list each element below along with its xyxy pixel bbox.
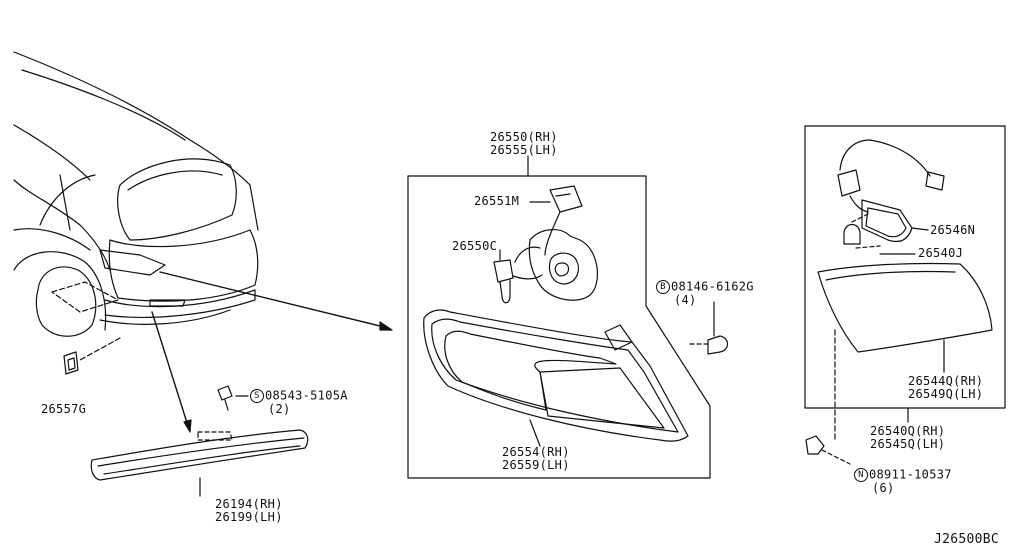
label-26554-lh: 26559(LH) (502, 458, 570, 472)
bulb-26550c (493, 249, 514, 304)
socket-assembly (512, 229, 598, 301)
bolt-b-qty: (4) (674, 293, 697, 307)
bolt-b-symbol: B (656, 280, 670, 294)
label-26540q-rh: 26540Q(RH) (870, 424, 946, 438)
label-26544q-lh: 26549Q(LH) (908, 387, 984, 401)
clip-26557g (63, 351, 79, 375)
lens-26544q (817, 262, 993, 373)
screw-s-code: 08543-5105A (265, 388, 348, 403)
label-26550-lh: 26555(LH) (490, 143, 558, 157)
label-26546n: 26546N (930, 223, 976, 237)
label-26550-rh: 26550(RH) (490, 130, 558, 144)
screw-s-symbol: S (250, 389, 264, 403)
arrow-to-tail-lamp (159, 271, 393, 331)
tail-lamp-26554 (423, 309, 689, 447)
nut-n-symbol: N (854, 468, 868, 482)
label-26554: 26554(RH) 26559(LH) (502, 446, 570, 472)
label-26544q: 26544Q(RH) 26549Q(LH) (908, 375, 983, 401)
label-26194: 26194(RH) 26199(LH) (215, 498, 283, 524)
bolt-b (689, 301, 729, 355)
bulb-26540j (843, 213, 916, 255)
label-26550c: 26550C (452, 239, 498, 253)
tail-lamp-box (407, 175, 711, 479)
label-26544q-rh: 26544Q(RH) (908, 374, 984, 388)
label-26551m: 26551M (474, 194, 520, 208)
nut-n-code: 08911-10537 (869, 467, 952, 482)
nut-n-qty: (6) (872, 481, 895, 495)
arrow-to-reflector (151, 311, 192, 433)
rear-reflector-26194 (90, 429, 309, 497)
label-26194-lh: 26199(LH) (215, 510, 283, 524)
screw-s-qty: (2) (268, 402, 291, 416)
label-26540q: 26540Q(RH) 26545Q(LH) (870, 425, 945, 451)
harness-26546n (837, 139, 945, 243)
label-26540j: 26540J (918, 246, 964, 260)
bolt-b-code: 08146-6162G (671, 279, 754, 294)
screw-s (217, 385, 249, 411)
label-26194-rh: 26194(RH) (215, 497, 283, 511)
label-26554-rh: 26554(RH) (502, 445, 570, 459)
combo-lamp-box (804, 125, 1006, 409)
label-26550: 26550(RH) 26555(LH) (490, 131, 558, 157)
label-26557g: 26557G (41, 402, 87, 416)
vehicle-illustration (13, 51, 259, 361)
label-26540q-lh: 26545Q(LH) (870, 437, 946, 451)
harness-26551m (529, 185, 583, 256)
diagram-reference: J26500BC (934, 532, 1000, 547)
nut-n (805, 435, 851, 465)
